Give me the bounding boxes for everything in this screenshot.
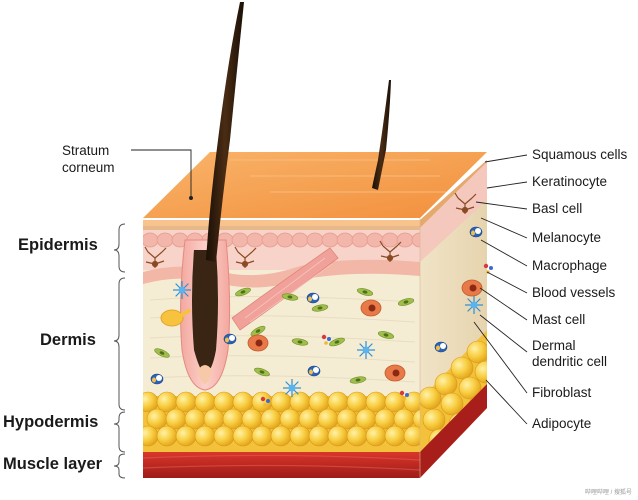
label-adipocyte: Adipocyte (532, 416, 592, 431)
label-mast-cell: Mast cell (532, 312, 586, 327)
label-stratum-corneum-line2: corneum (62, 160, 115, 175)
label-dermal-dendritic-cell: Dermal dendritic cell (532, 338, 607, 370)
label-stratum-corneum-line1: Stratum (62, 143, 110, 158)
hair-shaft-short (372, 80, 391, 190)
label-macrophage: Macrophage (532, 258, 608, 273)
label-blood-vessels: Blood vessels (532, 285, 616, 300)
label-keratinocyte: Keratinocyte (532, 174, 608, 189)
leader-lines (131, 149, 528, 425)
layer-label-dermis: Dermis (40, 331, 96, 349)
label-basl-cell: Basl cell (532, 201, 583, 216)
hair-follicle (160, 239, 339, 391)
label-dermal-dendritic-line1: Dermal (532, 338, 576, 353)
label-melanocyte: Melanocyte (532, 230, 602, 245)
label-dermal-dendritic-line2: dendritic cell (532, 354, 608, 369)
hair-shaft-long (206, 2, 244, 262)
layer-brackets (113, 223, 126, 479)
layer-label-muscle: Muscle layer (3, 455, 103, 473)
label-fibroblast: Fibroblast (532, 385, 592, 400)
layer-label-hypodermis: Hypodermis (3, 413, 99, 431)
label-stratum-corneum: Stratum corneum (62, 142, 115, 176)
stratum-corneum-top (143, 152, 487, 218)
label-squamous-cells: Squamous cells (532, 147, 628, 162)
watermark: 哔哩哔哩 / 搜狐号 (584, 490, 632, 496)
layer-label-epidermis: Epidermis (18, 236, 98, 254)
